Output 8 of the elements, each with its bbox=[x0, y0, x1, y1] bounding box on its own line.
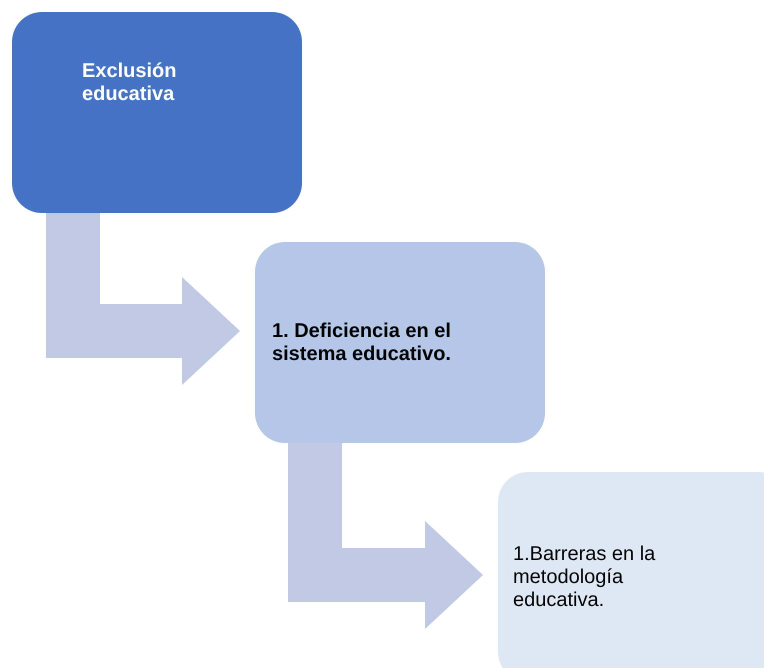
rounded-box bbox=[255, 242, 545, 443]
bent-arrow bbox=[288, 443, 483, 629]
rounded-box bbox=[498, 472, 764, 668]
box-label: Exclusión educativa bbox=[82, 60, 178, 106]
bent-arrow bbox=[46, 213, 240, 385]
box-label: 1. Deficiencia en el sistema educativo. bbox=[272, 320, 452, 366]
box-label: 1.Barreras en la metodología educativa. bbox=[513, 542, 656, 612]
rounded-box bbox=[12, 12, 302, 213]
